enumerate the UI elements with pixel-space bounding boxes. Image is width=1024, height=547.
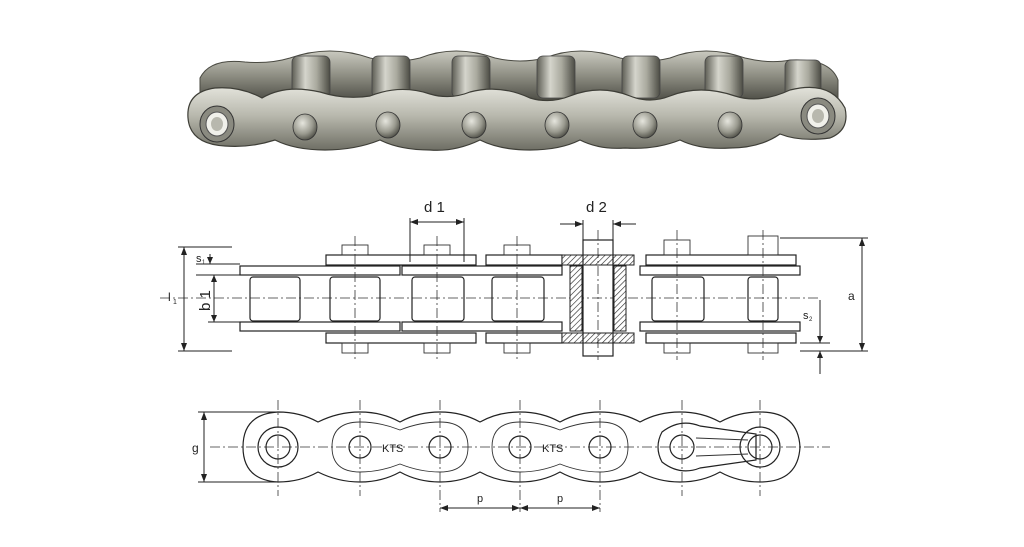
end-bush-left (199, 105, 235, 143)
pin-center-lines (354, 230, 764, 360)
a-label: a (848, 289, 855, 303)
dim-g: g (192, 411, 278, 483)
p-label-1: p (477, 493, 483, 505)
kts-label-1: KTS (382, 443, 403, 455)
p-label-2: p (557, 493, 563, 505)
s1-label: s (196, 253, 202, 265)
s2-label: s (803, 310, 809, 322)
dim-d1: d 1 (409, 199, 465, 262)
end-bush-right (800, 97, 836, 135)
top-view-drawing: d 1 d 2 l 1 s 1 (160, 199, 868, 374)
top-view-rollers (249, 276, 779, 322)
g-label: g (192, 441, 199, 455)
dim-l1: l 1 (168, 246, 232, 352)
dim-a: a (780, 237, 868, 352)
dim-b1: b 1 (197, 275, 240, 323)
side-pin-center-lines (277, 400, 761, 512)
dim-s1: s 1 (196, 253, 240, 276)
d1-label: d 1 (424, 199, 445, 216)
dim-s2: s 2 (800, 300, 830, 374)
roller-chain-photo (187, 50, 847, 151)
l1-sub: 1 (173, 299, 177, 306)
b1-label: b 1 (197, 290, 214, 311)
inner-plates-back (199, 50, 839, 101)
side-view-drawing: KTS KTS g p p (192, 400, 830, 512)
d2-label: d 2 (586, 199, 607, 216)
top-view-pins (341, 235, 779, 354)
dim-d2: d 2 (560, 199, 636, 240)
plate-rails (239, 254, 801, 344)
s1-sub: 1 (202, 260, 206, 266)
s2-sub: 2 (809, 317, 813, 323)
kts-label-2: KTS (542, 443, 563, 455)
l1-label: l (168, 290, 171, 304)
outer-plates-front (187, 86, 847, 151)
pin-heads (292, 111, 743, 141)
dim-p: p p (440, 493, 600, 511)
